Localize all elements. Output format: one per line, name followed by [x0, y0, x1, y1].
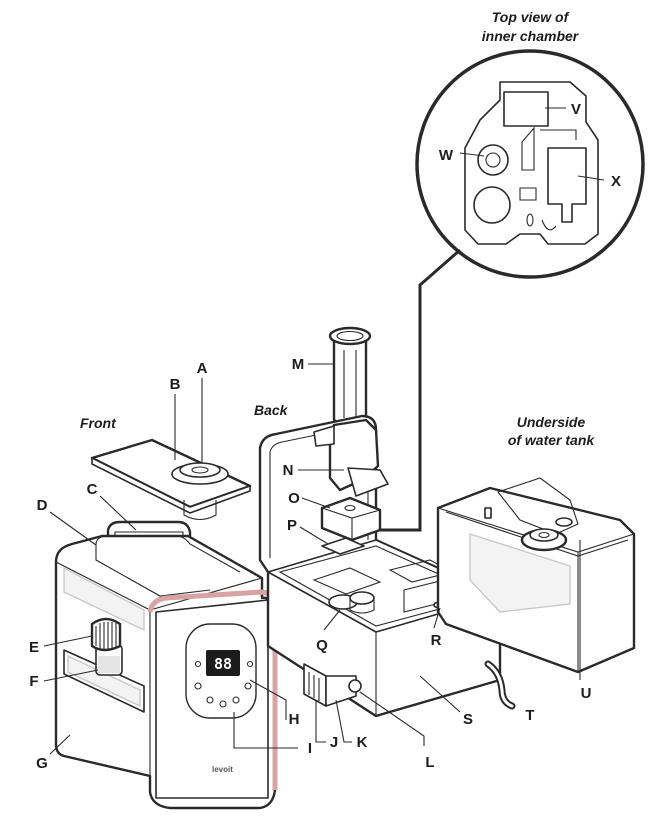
label-t: T	[525, 707, 534, 724]
mist-tube	[332, 336, 368, 427]
indicator-left	[194, 660, 202, 668]
front-unit: Front 88	[54, 415, 278, 810]
label-g: G	[36, 755, 48, 772]
label-m: M	[292, 356, 305, 373]
label-h: H	[289, 711, 300, 728]
label-j: J	[330, 734, 338, 751]
label-q: Q	[316, 637, 328, 654]
leader-lines	[43, 363, 581, 755]
sensor-l	[348, 679, 362, 693]
chamber-round-outlet	[473, 186, 511, 224]
chamber-part-x	[547, 147, 587, 223]
digital-display	[206, 650, 240, 676]
water-tank-unit: Underside of water tank	[436, 414, 636, 674]
chamber-part-v	[503, 91, 549, 127]
label-x: X	[611, 173, 621, 190]
top-view-caption-line1: Top view of	[492, 9, 570, 25]
label-f: F	[29, 673, 38, 690]
aroma-knob	[90, 617, 122, 652]
vent-cover-k	[325, 675, 357, 707]
button-sleep	[244, 682, 252, 690]
label-k: K	[357, 734, 368, 751]
top-view-caption-line2: inner chamber	[482, 28, 580, 44]
part-labels: A B C D E F G H I J K L M N O P Q R S T …	[29, 101, 621, 772]
pad-p	[321, 537, 365, 555]
inset-connector-line	[375, 248, 461, 532]
label-o: O	[288, 490, 300, 507]
label-c: C	[87, 481, 98, 498]
top-view-inset: Top view of inner chamber	[375, 9, 645, 532]
button-mist	[219, 700, 227, 708]
front-caption: Front	[80, 415, 117, 431]
display-readout: 88	[214, 655, 232, 673]
back-caption: Back	[254, 402, 289, 418]
label-n: N	[283, 462, 294, 479]
underside-caption-line2: of water tank	[508, 432, 596, 448]
chamber-part-w	[477, 144, 509, 176]
label-a: A	[197, 360, 208, 377]
button-power	[194, 682, 202, 690]
label-e: E	[29, 639, 39, 656]
underside-caption-line1: Underside	[517, 414, 586, 430]
button-mode	[206, 696, 214, 704]
water-inlet-cup	[349, 591, 375, 605]
label-w: W	[439, 147, 454, 164]
label-i: I	[308, 740, 312, 757]
label-d: D	[37, 497, 48, 514]
label-v: V	[571, 101, 581, 118]
label-p: P	[287, 517, 297, 534]
label-r: R	[431, 632, 442, 649]
label-b: B	[170, 376, 181, 393]
label-s: S	[463, 711, 473, 728]
filter-o	[320, 496, 382, 542]
label-l: L	[425, 754, 434, 771]
label-u: U	[581, 685, 592, 702]
brand-logo: levoit	[212, 765, 233, 774]
button-timer	[232, 696, 240, 704]
indicator-right	[246, 660, 254, 668]
